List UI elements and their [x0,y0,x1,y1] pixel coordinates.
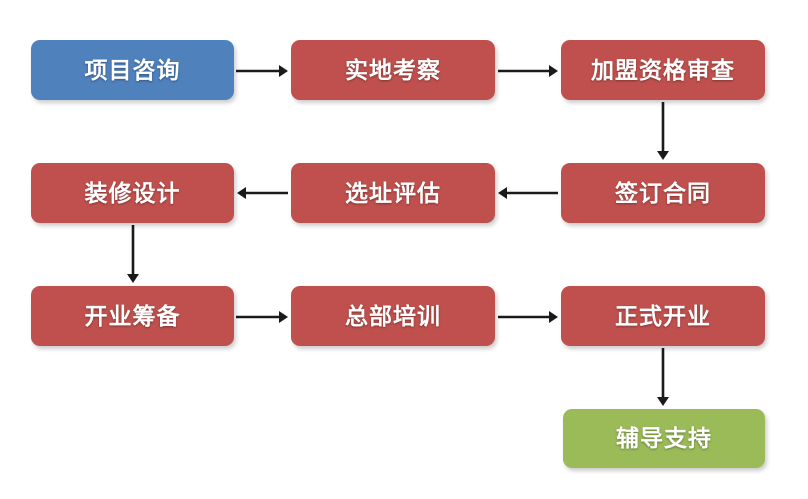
flow-node-label: 装修设计 [84,180,181,206]
flow-node-n1[interactable]: 项目咨询 [31,40,234,100]
flow-node-label: 辅导支持 [616,426,712,451]
flow-node-label: 选址评估 [345,180,441,206]
flow-arrow-e3 [657,102,669,160]
flow-node-n3[interactable]: 加盟资格审查 [561,40,765,100]
flow-node-n8[interactable]: 总部培训 [291,286,495,346]
flow-node-n6[interactable]: 装修设计 [31,163,234,223]
flow-arrow-e5 [237,187,288,199]
arrowhead-icon [498,187,507,199]
flow-node-n4[interactable]: 签订合同 [561,163,765,223]
flow-arrow-e2 [498,65,558,77]
flow-node-label: 项目咨询 [84,57,181,83]
flow-node-label: 开业筹备 [84,303,181,329]
flow-node-n5[interactable]: 选址评估 [291,163,495,223]
flow-node-label: 正式开业 [615,303,711,329]
flow-arrow-e8 [498,311,558,323]
flow-node-label: 签订合同 [615,180,711,206]
arrowhead-icon [127,274,139,283]
arrowhead-icon [279,311,288,323]
arrowhead-icon [549,311,558,323]
flow-node-n9[interactable]: 正式开业 [561,286,765,346]
flow-node-n10[interactable]: 辅导支持 [563,409,765,468]
arrowhead-icon [549,65,558,77]
arrowhead-icon [279,65,288,77]
flow-arrow-e7 [236,311,288,323]
arrowhead-icon [237,187,246,199]
flow-node-n7[interactable]: 开业筹备 [31,286,234,346]
flow-arrow-e6 [127,225,139,283]
flow-node-label: 总部培训 [345,303,441,329]
arrowhead-icon [657,397,669,406]
flow-arrow-e4 [498,187,558,199]
flow-node-label: 加盟资格审查 [591,57,735,83]
arrowhead-icon [657,151,669,160]
flow-node-label: 实地考察 [345,57,441,83]
flow-arrow-e1 [236,65,288,77]
flow-node-n2[interactable]: 实地考察 [291,40,495,100]
flow-arrow-e9 [657,348,669,406]
